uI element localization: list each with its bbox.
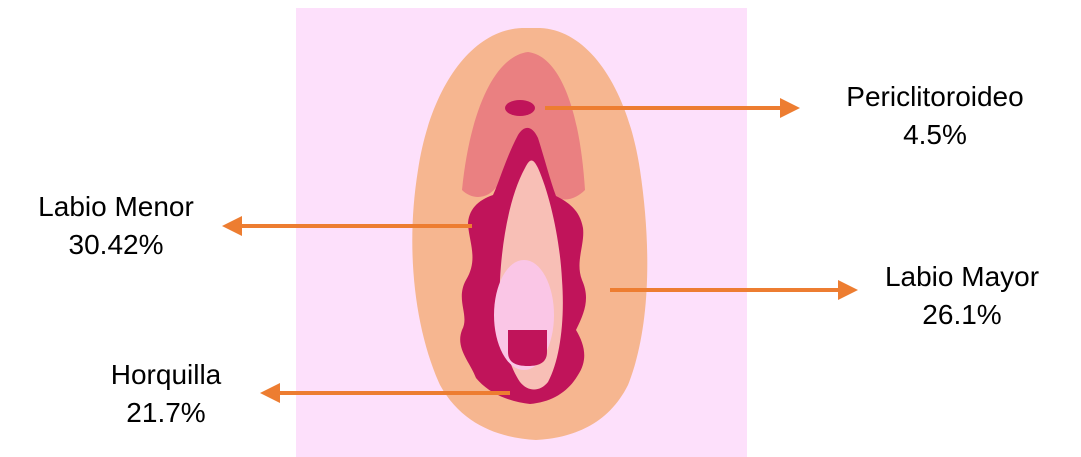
- label-labio-mayor-value: 26.1%: [852, 296, 1072, 334]
- label-labio-menor: Labio Menor 30.42%: [0, 188, 232, 264]
- inner-opening-shape: [508, 330, 547, 366]
- label-horquilla: Horquilla 21.7%: [60, 356, 272, 432]
- label-labio-menor-name: Labio Menor: [0, 188, 232, 226]
- label-labio-menor-value: 30.42%: [0, 226, 232, 264]
- label-labio-mayor: Labio Mayor 26.1%: [852, 258, 1072, 334]
- label-labio-mayor-name: Labio Mayor: [852, 258, 1072, 296]
- label-periclitoroideo-name: Periclitoroideo: [810, 78, 1060, 116]
- label-horquilla-value: 21.7%: [60, 394, 272, 432]
- label-periclitoroideo: Periclitoroideo 4.5%: [810, 78, 1060, 154]
- clitoral-hood-shape: [505, 100, 535, 116]
- label-horquilla-name: Horquilla: [60, 356, 272, 394]
- label-periclitoroideo-value: 4.5%: [810, 116, 1060, 154]
